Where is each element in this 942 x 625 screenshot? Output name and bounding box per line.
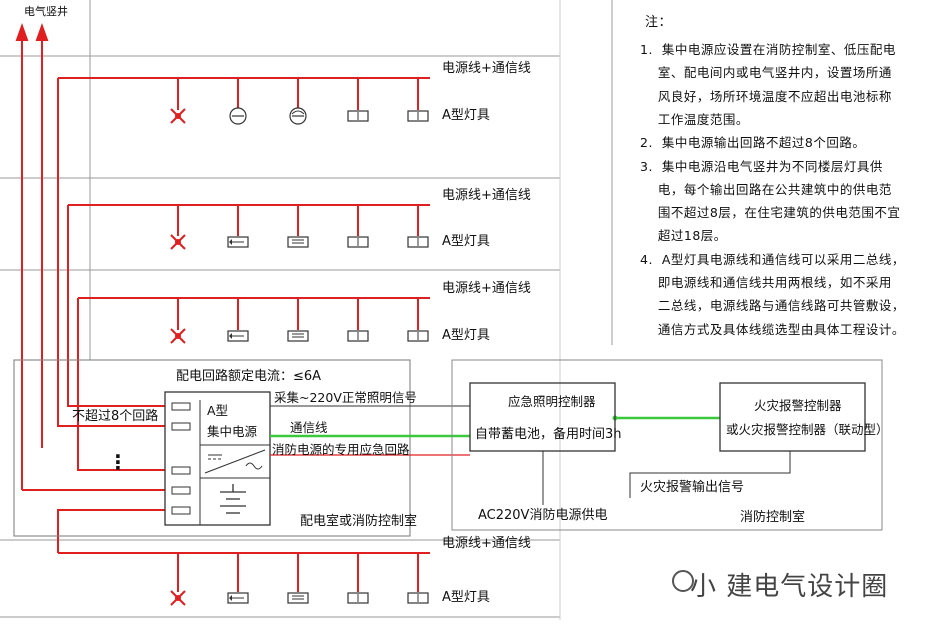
cross-lamp-icon bbox=[170, 108, 186, 124]
notes-heading: 注： bbox=[645, 15, 673, 30]
distribution-room-box bbox=[13, 359, 411, 537]
lamp-type-label: A型灯具 bbox=[442, 108, 490, 123]
fire-control-room: 消防控制室 bbox=[740, 510, 806, 525]
unit-name-2: 集中电源 bbox=[207, 424, 258, 439]
exit-sign-lamp-icon bbox=[227, 330, 249, 342]
cross-lamp-icon bbox=[170, 234, 186, 250]
exit-sign-lamp-icon bbox=[407, 110, 429, 122]
comm-lines bbox=[270, 416, 720, 438]
fire-alarm-output: 火灾报警输出信号 bbox=[640, 480, 745, 495]
distribution-room: 配电室或消防控制室 bbox=[300, 514, 418, 529]
note-line: 二总线，电源线路与通信线路可共管敷设， bbox=[640, 298, 905, 314]
watermark: 小 建电气设计圈 bbox=[690, 572, 889, 602]
up-arrow-icon bbox=[15, 23, 29, 41]
dedicated-circuit: 消防电源的专用应急回路 bbox=[272, 442, 410, 457]
exit-sign-lamp-icon bbox=[407, 236, 429, 248]
note-line: 工作温度范围。 bbox=[640, 111, 749, 127]
exit-sign-lamp-icon bbox=[227, 592, 249, 604]
note-line: 3. 集中电源沿电气竖井为不同楼层灯具供 bbox=[640, 158, 883, 174]
branch-line-label: 电源线+通信线 bbox=[442, 61, 531, 76]
fire-control-room-box bbox=[451, 359, 883, 531]
lamp-type-label: A型灯具 bbox=[442, 328, 490, 343]
exit-sign-lamp-icon bbox=[287, 592, 309, 604]
exit-sign-lamp-icon bbox=[347, 330, 369, 342]
rated-current: 配电回路额定电流：≤6A bbox=[176, 369, 322, 384]
controller-battery: 自带蓄电池，备用时间3h bbox=[475, 427, 622, 442]
unit-risers bbox=[22, 78, 430, 554]
ac-signal: 采集~220V正常照明信号 bbox=[274, 390, 417, 405]
max-circuits: 不超过8个回路 bbox=[72, 409, 159, 424]
round-lamp-icon bbox=[289, 107, 307, 125]
exit-sign-lamp-icon bbox=[407, 592, 429, 604]
branch-line-label: 电源线+通信线 bbox=[442, 536, 531, 551]
note-line: 电，每个输出回路在公共建筑中的供电范 bbox=[640, 181, 892, 197]
note-line: 1. 集中电源应设置在消防控制室、低压配电 bbox=[640, 42, 896, 57]
floor-lines bbox=[0, 0, 613, 620]
comm-line-label: 通信线 bbox=[290, 420, 328, 435]
cross-lamp-icon bbox=[170, 590, 186, 606]
converter-icon bbox=[204, 449, 266, 474]
riser-arrows bbox=[15, 23, 49, 490]
lamp-type-label: A型灯具 bbox=[442, 590, 490, 605]
round-lamp-icon bbox=[229, 107, 247, 125]
branch-line-label: 电源线+通信线 bbox=[442, 188, 531, 203]
note-line: 风良好，场所环境温度不应超出电池标称 bbox=[640, 88, 892, 104]
note-line: 超过18层。 bbox=[640, 228, 727, 244]
more-circuits-ellipsis: ⋮ bbox=[108, 450, 128, 474]
note-line: 2. 集中电源输出回路不超过8个回路。 bbox=[640, 135, 866, 151]
note-line: 4. A型灯具电源线和通信线可以采用二总线， bbox=[640, 251, 905, 267]
exit-sign-lamp-icon bbox=[407, 330, 429, 342]
note-line: 室、配电间内或电气竖井内，设置场所通 bbox=[640, 65, 892, 81]
output-terminals bbox=[171, 402, 191, 515]
branch-line-label: 电源线+通信线 bbox=[442, 281, 531, 296]
shaft-label: 电气竖井 bbox=[24, 5, 68, 18]
battery-icon bbox=[220, 484, 246, 514]
fire-alarm-title: 火灾报警控制器 bbox=[754, 398, 842, 413]
exit-sign-lamp-icon bbox=[347, 110, 369, 122]
note-line: 通信方式及具体线缆选型由具体工程设计。 bbox=[640, 321, 905, 337]
controller-supply: AC220V消防电源供电 bbox=[478, 508, 608, 523]
exit-sign-lamp-icon bbox=[227, 236, 249, 248]
unit-name-1: A型 bbox=[207, 403, 229, 418]
note-line: 围不超过8层，在住宅建筑的供电范围不宜 bbox=[640, 205, 901, 221]
lamp-type-label: A型灯具 bbox=[442, 234, 490, 249]
exit-sign-lamp-icon bbox=[347, 592, 369, 604]
wechat-icon bbox=[672, 570, 694, 592]
up-arrow-icon bbox=[35, 23, 49, 41]
exit-sign-lamp-icon bbox=[287, 236, 309, 248]
fire-alarm-subtitle: 或火灾报警控制器（联动型） bbox=[726, 422, 889, 437]
controller-title: 应急照明控制器 bbox=[508, 394, 596, 409]
exit-sign-lamp-icon bbox=[347, 236, 369, 248]
lamps bbox=[170, 107, 429, 606]
note-line: 即电源线和通信线共用两根线，如不采用 bbox=[640, 275, 892, 290]
cross-lamp-icon bbox=[170, 328, 186, 344]
fire-alarm-controller bbox=[719, 382, 866, 452]
central-power-unit bbox=[164, 391, 271, 526]
exit-sign-lamp-icon bbox=[287, 330, 309, 342]
